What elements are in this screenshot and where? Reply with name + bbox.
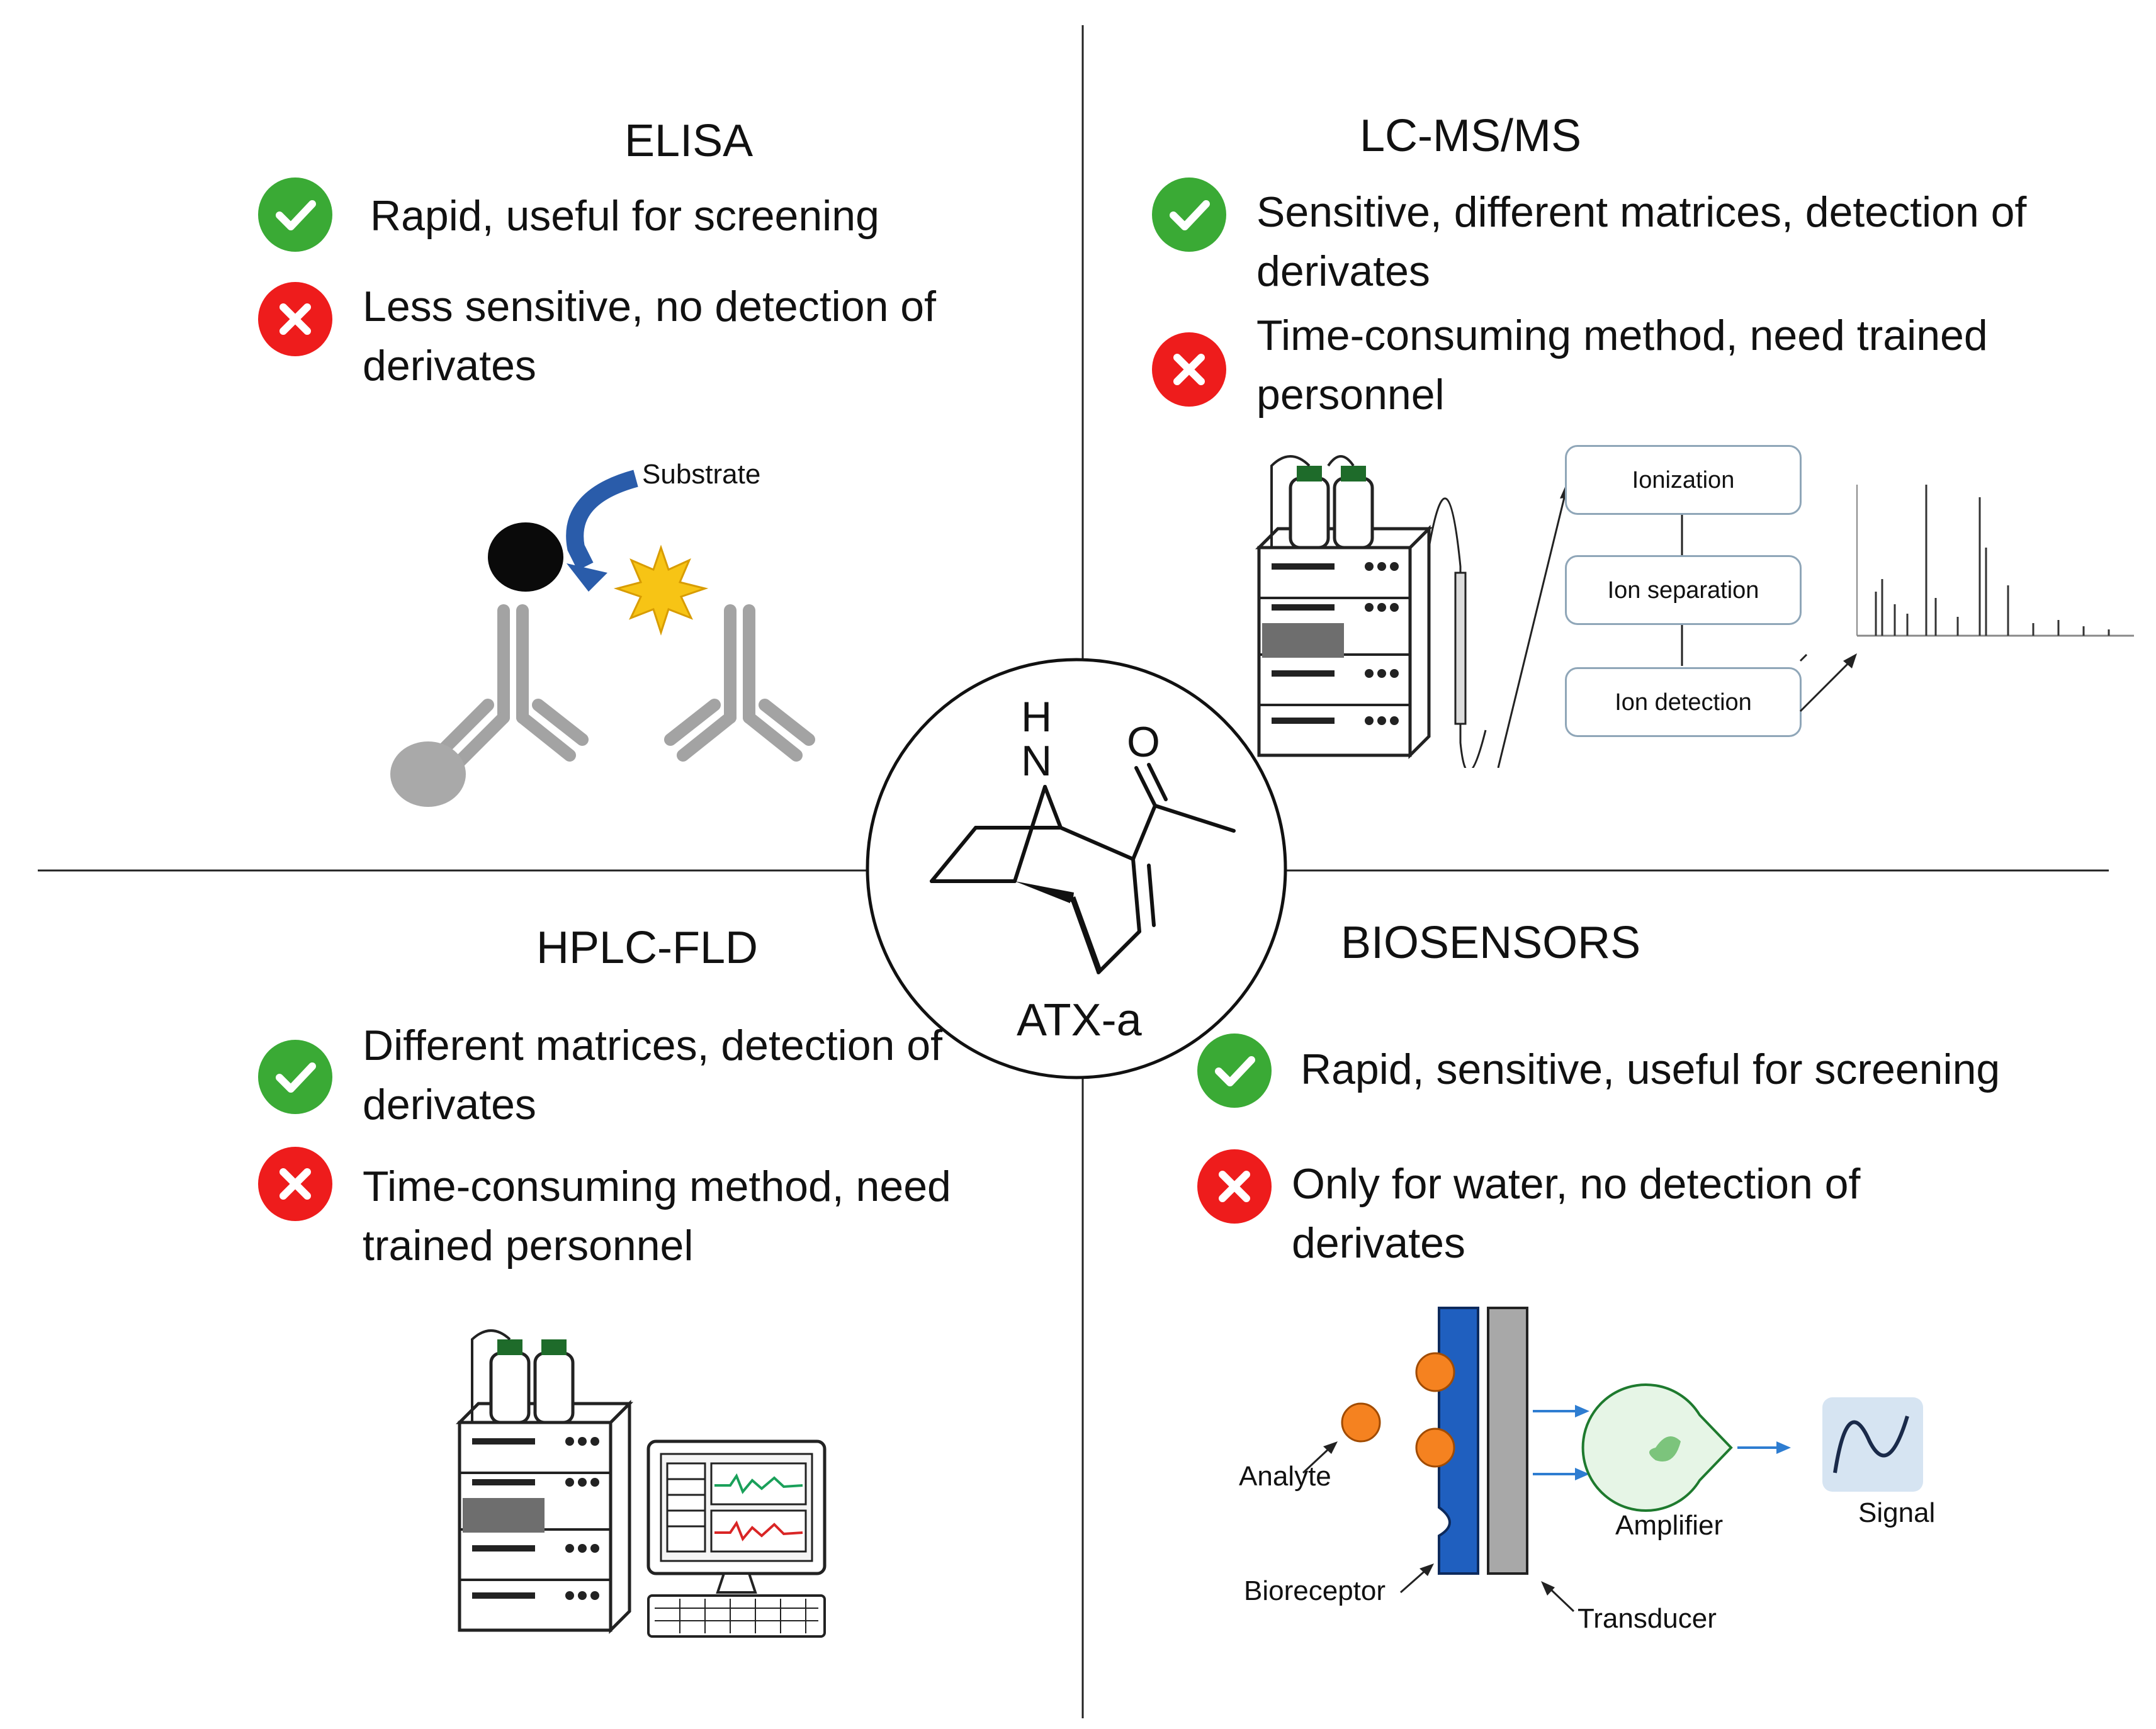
biosensor-schematic [1302,1307,1923,1613]
check-icon [1152,177,1226,252]
biosensors-con-text: Only for water, no detection of derivate… [1292,1160,1861,1267]
substrate-label: Substrate [642,459,761,490]
analyte-dot [1415,1428,1455,1468]
cross-icon [258,282,332,356]
elisa-pro-text: Rapid, useful for screening [370,192,879,240]
biosensors-title: BIOSENSORS [1341,918,1641,968]
signal-label: Signal [1858,1497,1936,1528]
lcms-pro-text: Sensitive, different matrices, detection… [1256,188,2027,295]
atx-a-structure [866,658,1287,1079]
burst-icon [613,544,709,636]
check-icon [258,177,332,252]
check-icon [258,1040,332,1114]
biosensors-pro-text: Rapid, sensitive, useful for screening [1301,1045,2001,1093]
molecule-label: ATX-a [1017,995,1142,1045]
hplc-title: HPLC-FLD [536,923,759,973]
ms-step-ionization: Ionization [1565,445,1802,515]
lc-instrument-icon [1255,455,1487,768]
mass-spectrum-icon [1799,485,2134,712]
hplc-instrument-icon [455,1329,634,1635]
atom-o: O [1127,718,1160,766]
ms-step-ion-separation: Ion separation [1565,555,1802,625]
elisa-con-text: Less sensitive, no detection of derivate… [363,283,936,390]
cross-icon [258,1147,332,1221]
analyte-dot [1341,1402,1381,1443]
analyte-dot [1415,1352,1455,1392]
atom-h: H [1021,693,1053,741]
analyte-label: Analyte [1239,1461,1331,1492]
cross-icon [1152,332,1226,407]
lcms-con-text: Time-consuming method, need trained pers… [1256,312,1988,419]
atom-n: N [1021,737,1053,785]
substrate-arrow [566,470,638,571]
amplifier-label: Amplifier [1615,1510,1724,1541]
elisa-illustration [390,470,815,807]
center-molecule: H N O ATX-a [862,655,1290,1083]
computer-icon [646,1439,827,1638]
hplc-pro-text: Different matrices, detection of derivat… [363,1022,942,1129]
check-icon [1197,1033,1272,1108]
elisa-title: ELISA [624,116,753,166]
bioreceptor-label: Bioreceptor [1244,1575,1386,1606]
ms-step-ion-detection: Ion detection [1565,667,1802,737]
hplc-con-text: Time-consuming method, need trained pers… [363,1163,951,1270]
antigen-ball [390,741,466,807]
lcms-title: LC-MS/MS [1360,111,1582,161]
cross-icon [1197,1149,1272,1224]
transducer-label: Transducer [1577,1603,1717,1634]
enzyme-ball [488,522,563,592]
